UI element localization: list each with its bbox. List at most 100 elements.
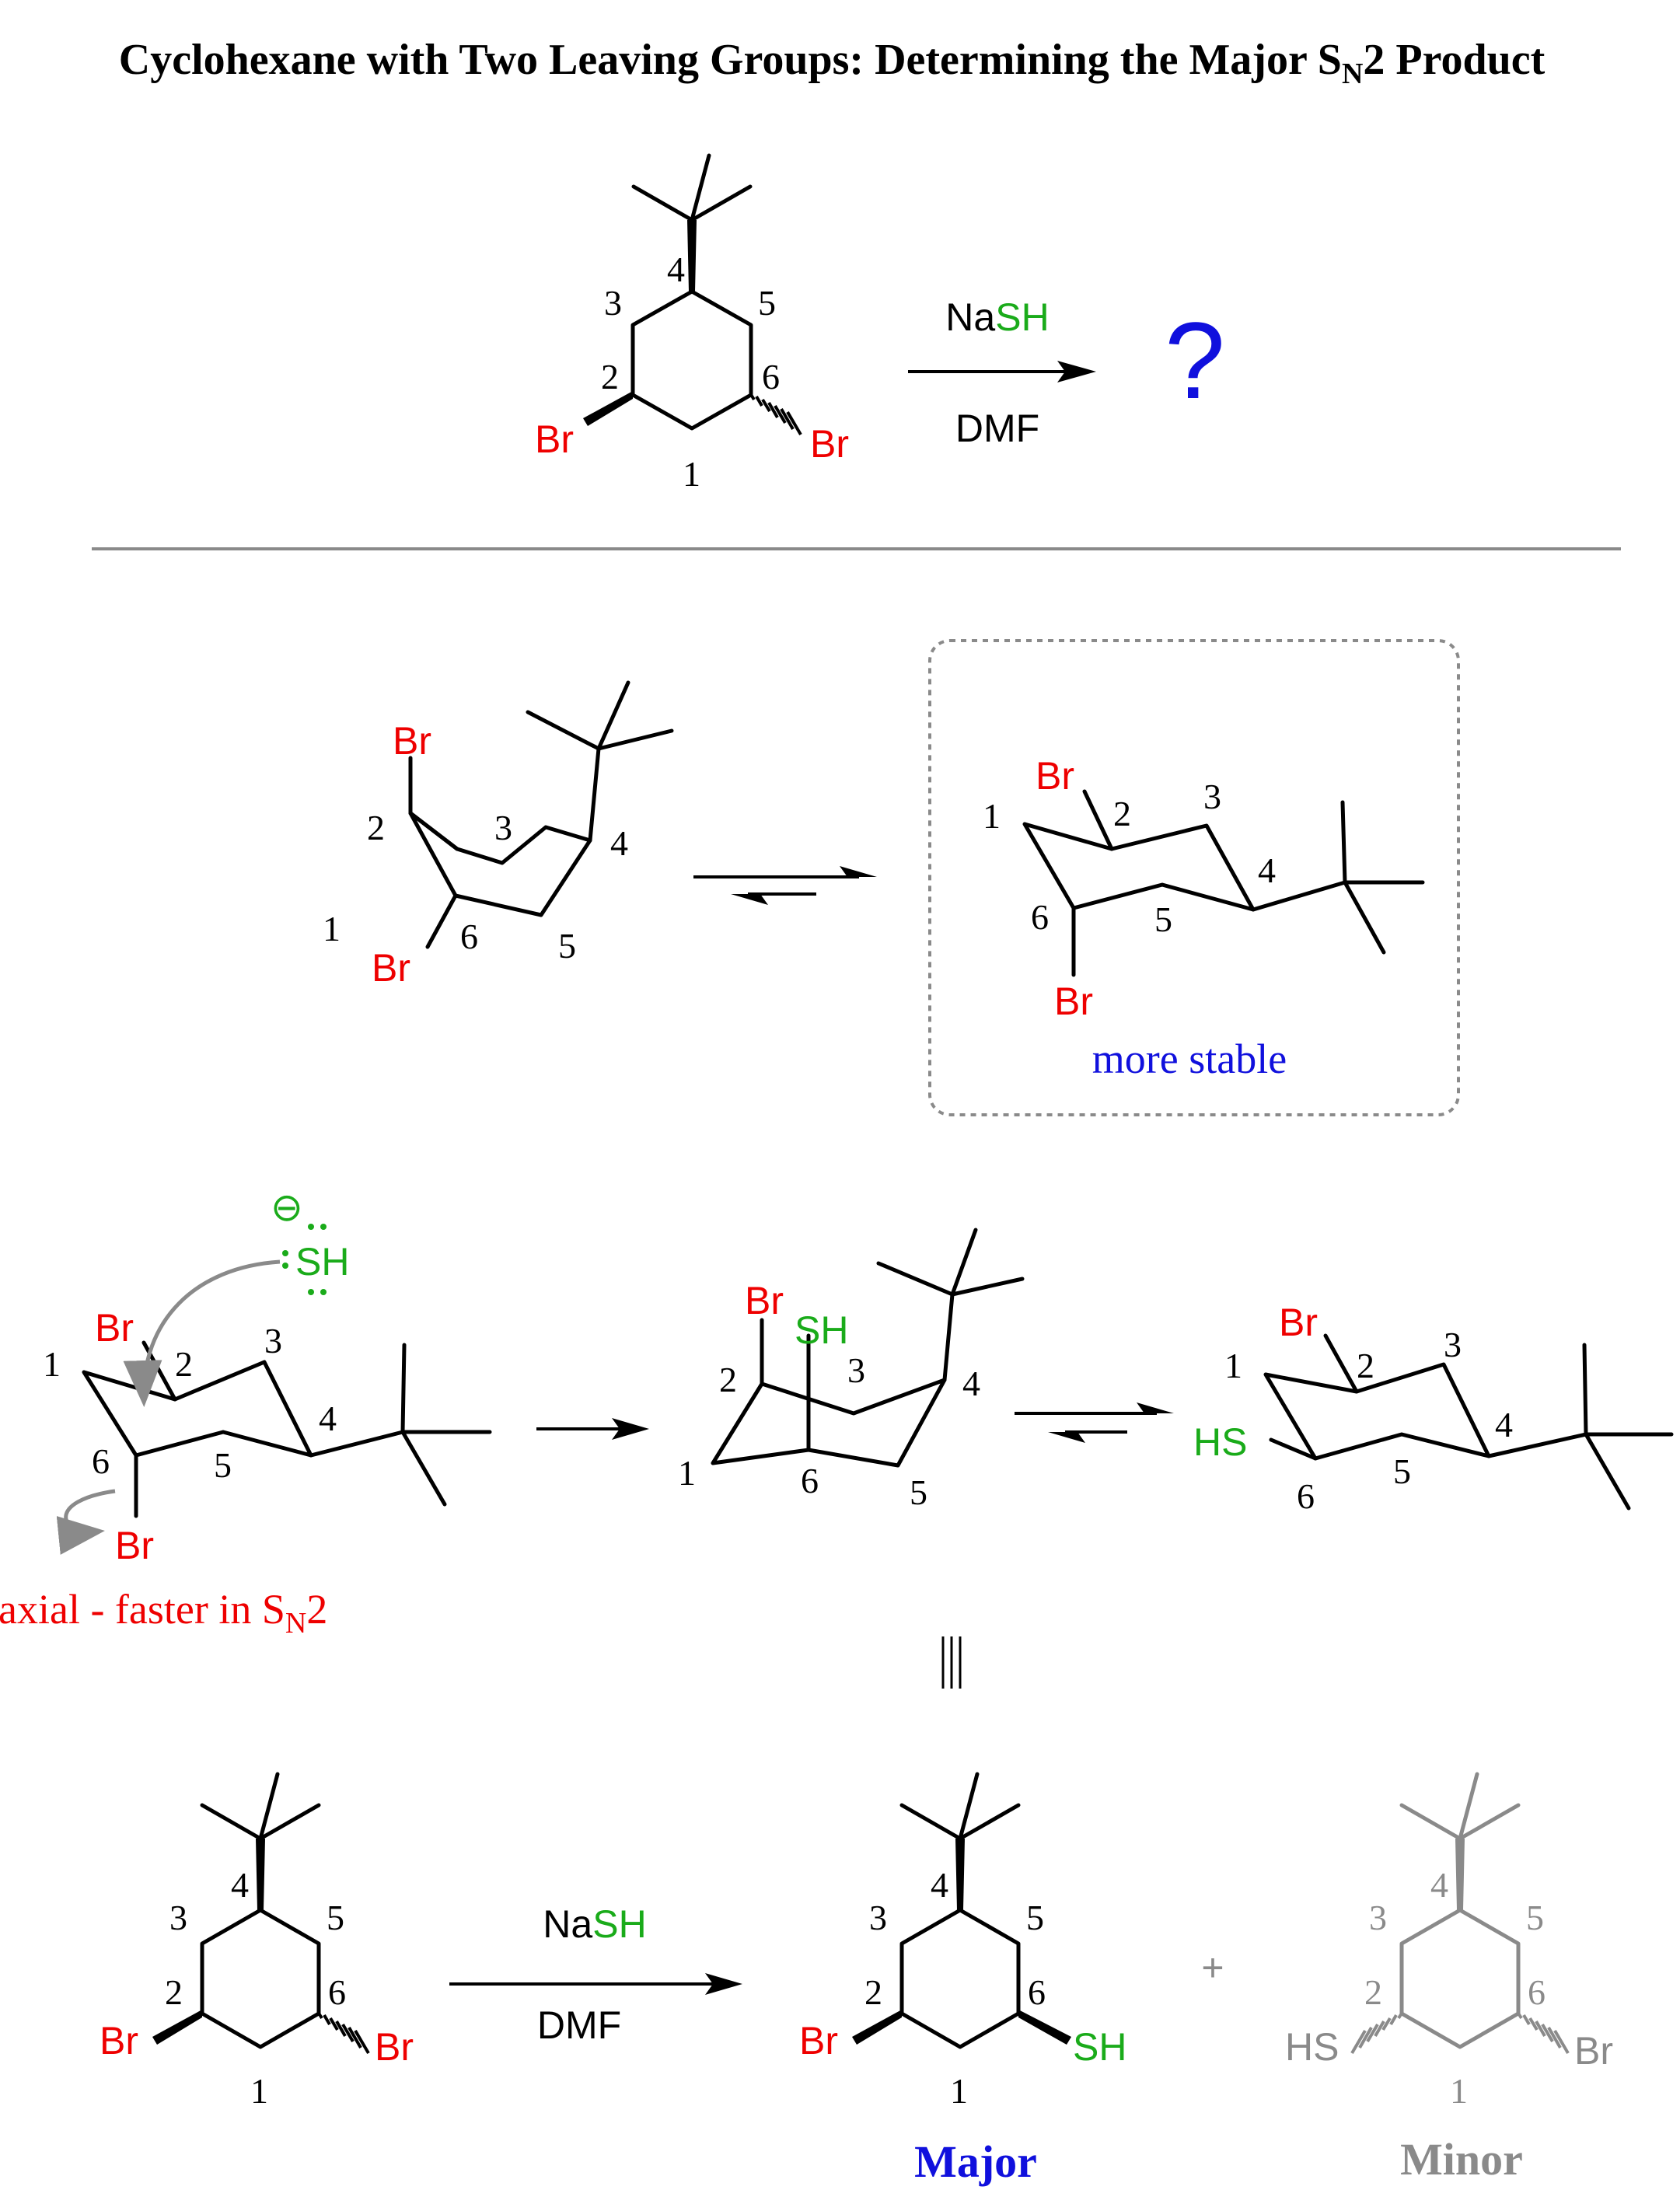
chair-diaxial: Br Br 2 3 4 1 6 5	[323, 680, 674, 990]
tbu-wedge-top	[687, 220, 697, 292]
plus-sign: +	[1201, 1946, 1224, 1989]
starting-material-top: Br Br 4 3 5 2 6 1	[535, 153, 849, 494]
minor-product: HS Br 4 3 5 2 6 1	[1285, 1772, 1613, 2111]
starting-material-bottom: Br Br 4 3 5 2 6 1	[100, 1772, 414, 2111]
prod-num-1: 1	[1224, 1346, 1242, 1385]
unknown-product: ?	[1165, 299, 1225, 421]
mech-num-6: 6	[92, 1441, 110, 1481]
reagent-bottom: NaSH	[543, 1902, 646, 1946]
lone-pairs	[282, 1224, 327, 1295]
chair2-num-1: 1	[983, 796, 1001, 836]
title-subscript: N	[1342, 58, 1363, 90]
hydrosulfide-nucleophile: ⊖ SH	[271, 1186, 349, 1295]
sm2-num-4: 4	[231, 1865, 249, 1905]
min-num-2: 2	[1364, 1972, 1382, 2012]
reagent-top: NaSH	[945, 295, 1049, 339]
br-wedge-c2-top	[583, 391, 633, 426]
inter-num-5: 5	[910, 1472, 927, 1512]
major-product: Br SH 4 3 5 2 6 1	[799, 1772, 1126, 2111]
prod-num-3: 3	[1444, 1325, 1462, 1364]
substituted-chair: Br SH 2 3 4 1 6 5	[678, 1228, 1025, 1512]
br-minor: Br	[1574, 2029, 1613, 2073]
chair1-num-5: 5	[558, 926, 576, 966]
inter-num-2: 2	[719, 1360, 737, 1399]
more-stable-box	[928, 639, 1460, 1116]
maj-num-4: 4	[931, 1865, 948, 1905]
prod-num-4: 4	[1495, 1405, 1513, 1444]
chair1-num-6: 6	[460, 917, 478, 956]
axial-faster-note: axial - faster in SN2	[0, 1586, 327, 1640]
leaving-arrow	[56, 1489, 116, 1555]
equilibrium-arrows-2	[1015, 1402, 1174, 1443]
hs-minor: HS	[1285, 2025, 1339, 2069]
maj-num-1: 1	[950, 2071, 968, 2111]
ring-num-2: 2	[601, 357, 619, 396]
hs-prod-c6: HS	[1193, 1420, 1247, 1464]
br-axial-c6: Br	[372, 946, 410, 990]
chair1-num-1: 1	[323, 909, 341, 948]
chair2-num-4: 4	[1258, 851, 1276, 890]
br-label-c2-top: Br	[535, 417, 574, 461]
br-eq-c2: Br	[1036, 754, 1074, 798]
prod-num-2: 2	[1357, 1346, 1374, 1385]
chair2-num-5: 5	[1154, 899, 1172, 939]
attack-arrow	[123, 1259, 281, 1407]
mechanism-chair: Br Br 1 2 3 4 6 5	[43, 1306, 492, 1567]
nucleophile-sh: SH	[295, 1240, 349, 1284]
major-label: Major	[914, 2136, 1037, 2187]
br-axial-c2: Br	[393, 719, 431, 763]
sm2-num-6: 6	[328, 1972, 346, 2012]
solvent-top: DMF	[955, 407, 1039, 450]
br-mech-c2: Br	[95, 1306, 134, 1350]
prod-num-5: 5	[1393, 1451, 1411, 1491]
identical-symbol	[941, 1636, 962, 1689]
reaction-arrow-bottom: NaSH DMF	[449, 1902, 742, 2047]
prod-num-6: 6	[1297, 1476, 1315, 1516]
ring-num-1: 1	[683, 454, 700, 494]
page-title: Cyclohexane with Two Leaving Groups: Det…	[119, 36, 1546, 90]
title-tail: 2 Product	[1363, 36, 1545, 84]
chair2-num-3: 3	[1203, 777, 1221, 816]
solvent-bottom: DMF	[537, 2003, 621, 2047]
min-num-4: 4	[1430, 1865, 1448, 1905]
min-num-3: 3	[1369, 1898, 1387, 1937]
br-mech-c6: Br	[115, 1524, 154, 1567]
maj-num-2: 2	[864, 1972, 882, 2012]
br-hash-c6-top	[749, 392, 802, 436]
charge-symbol: ⊖	[271, 1186, 303, 1229]
ring-num-3: 3	[604, 283, 622, 323]
min-num-5: 5	[1526, 1898, 1544, 1937]
chair-diequatorial: Br Br 1 2 3 4 6 5	[983, 754, 1425, 1023]
chair2-num-6: 6	[1031, 897, 1049, 937]
br-bottom-c2: Br	[100, 2019, 138, 2063]
min-num-1: 1	[1450, 2071, 1468, 2111]
sm2-num-1: 1	[250, 2071, 268, 2111]
sh-major: SH	[1073, 2025, 1126, 2069]
mech-num-2: 2	[175, 1344, 193, 1384]
chair2-num-2: 2	[1113, 794, 1131, 833]
equilibrium-arrows-1	[693, 866, 877, 905]
ring-num-5: 5	[758, 283, 776, 323]
br-prod-c2: Br	[1279, 1301, 1318, 1344]
mech-num-1: 1	[43, 1344, 61, 1384]
inter-num-3: 3	[847, 1350, 865, 1390]
mech-num-3: 3	[264, 1321, 282, 1360]
chair1-num-4: 4	[610, 823, 628, 863]
ring-num-6: 6	[762, 357, 780, 396]
sm2-num-5: 5	[327, 1898, 344, 1937]
min-num-6: 6	[1528, 1972, 1546, 2012]
chair1-num-2: 2	[367, 808, 385, 847]
br-inter-c2: Br	[745, 1279, 784, 1322]
mech-num-4: 4	[319, 1399, 337, 1438]
reaction-arrow-top: NaSH DMF	[908, 295, 1096, 450]
br-major: Br	[799, 2019, 838, 2063]
mech-num-5: 5	[214, 1445, 232, 1485]
product-chair: Br HS 1 2 3 4 6 5	[1193, 1301, 1674, 1516]
chair1-num-3: 3	[494, 808, 512, 847]
sm2-num-3: 3	[169, 1898, 187, 1937]
maj-num-6: 6	[1028, 1972, 1046, 2012]
br-bottom-c6: Br	[375, 2025, 414, 2069]
forward-arrow-head	[612, 1418, 649, 1440]
sm2-num-2: 2	[165, 1972, 183, 2012]
